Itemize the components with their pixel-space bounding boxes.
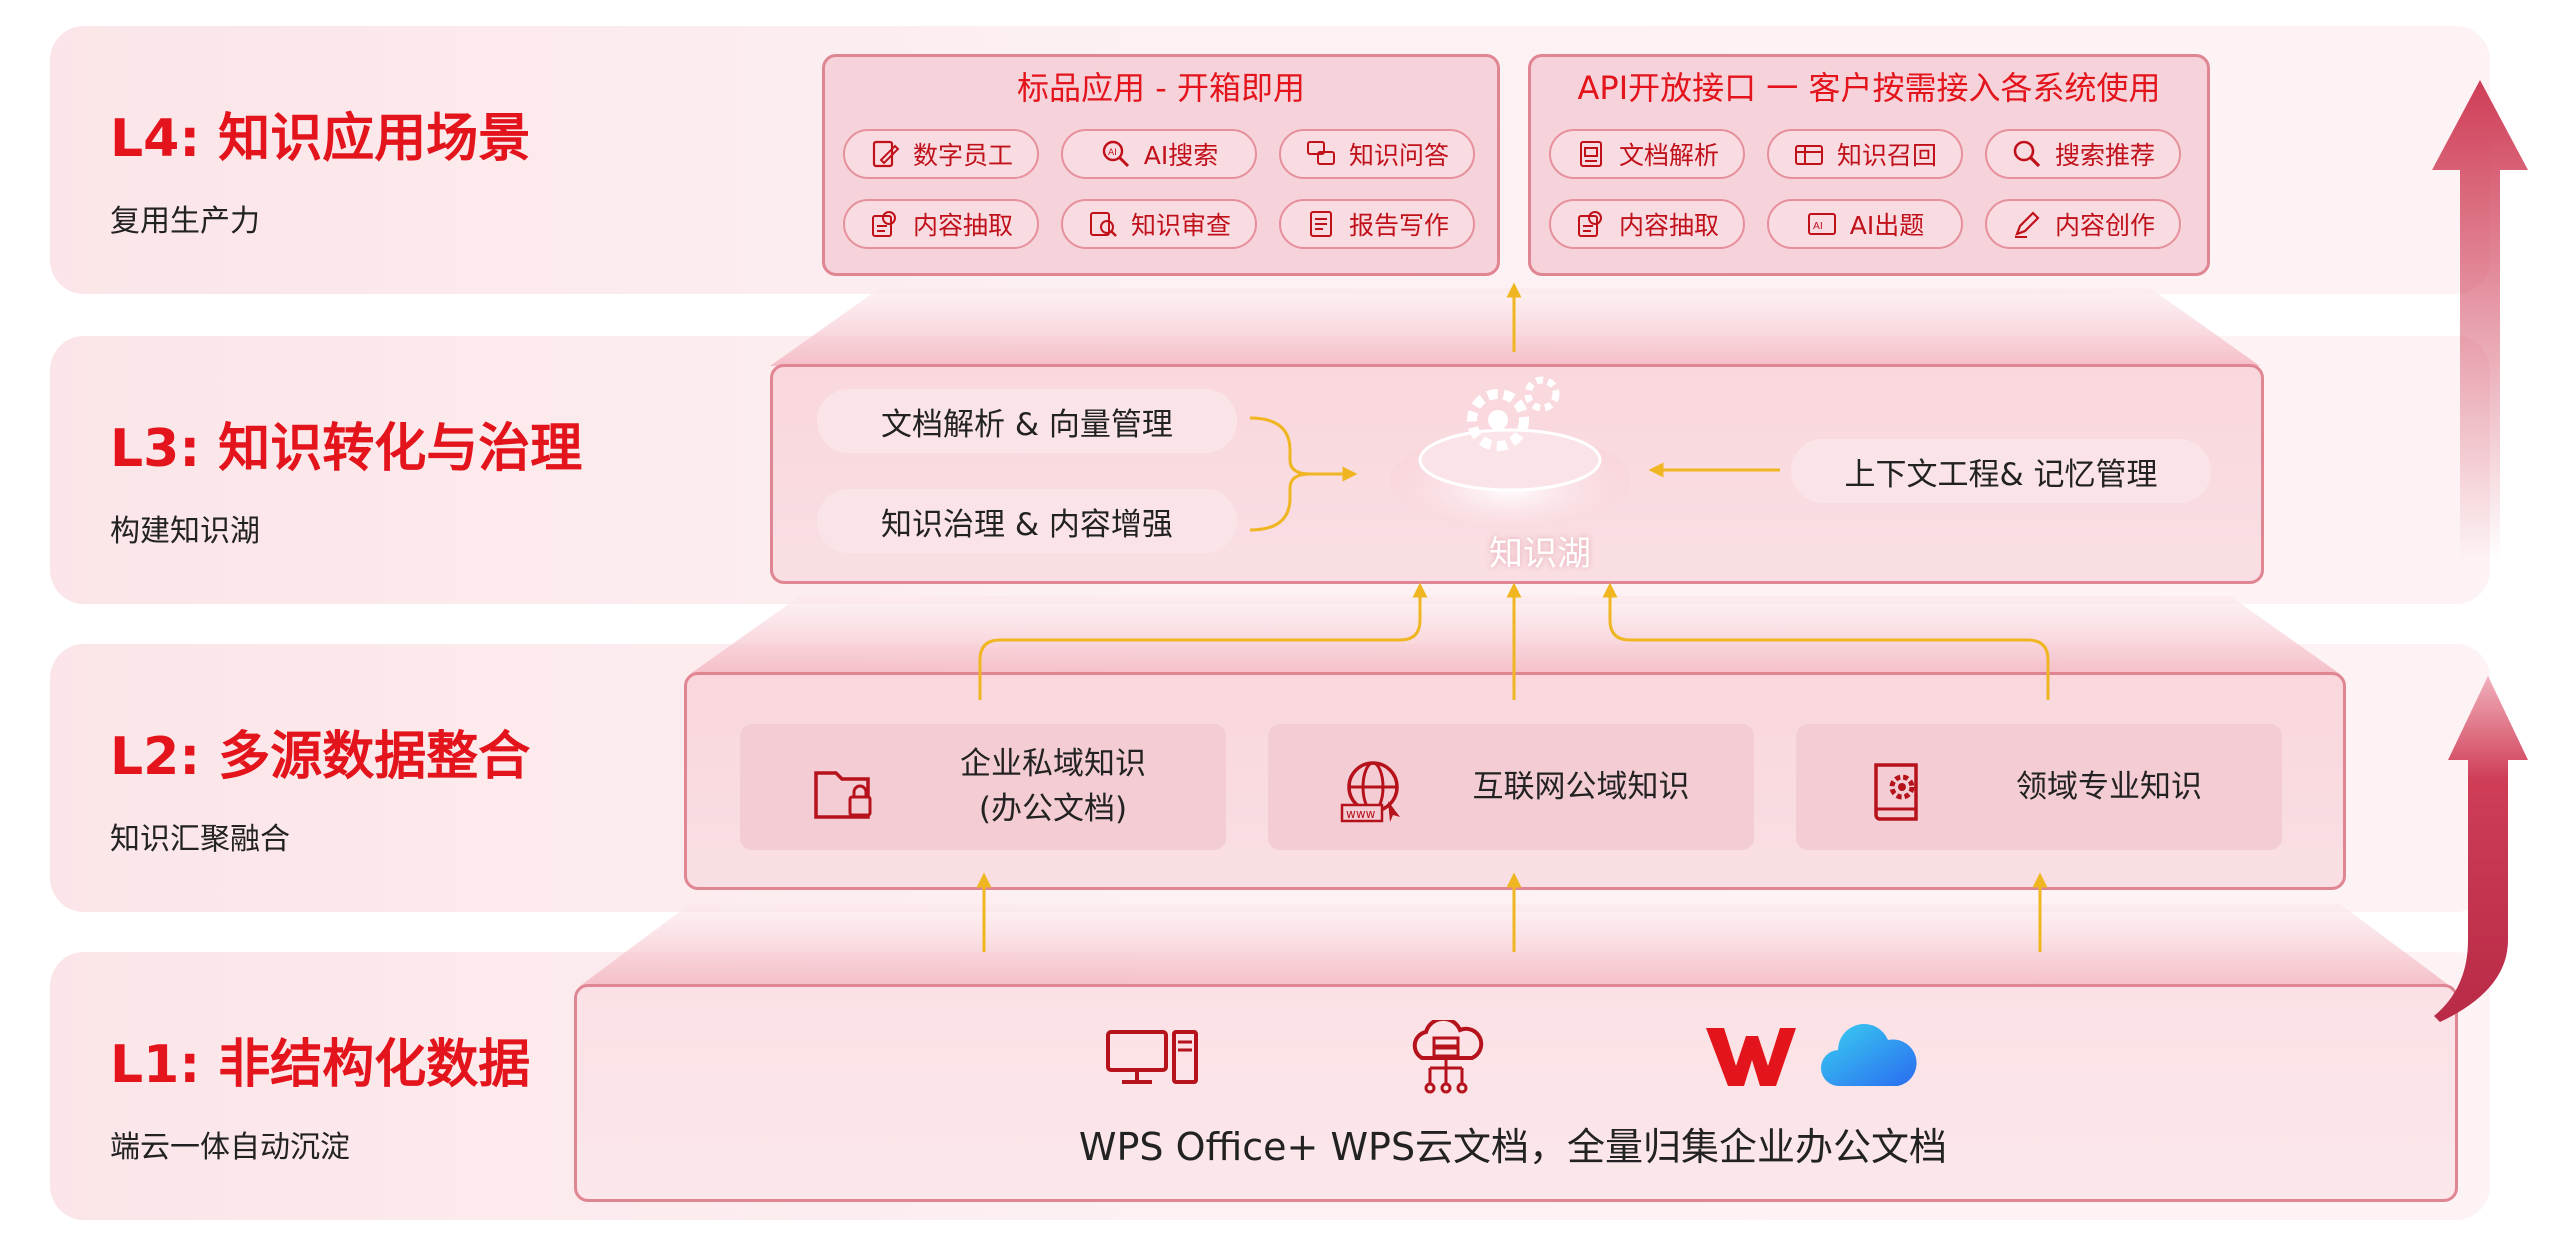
app-pill-label: 知识审查 — [1130, 211, 1231, 240]
level-subtitle: 端云一体自动沉淀 — [110, 1130, 350, 1165]
source-label: 互联网公域知识 — [1472, 768, 1690, 805]
digital-employee-icon — [872, 140, 900, 168]
l1-office-panel — [574, 984, 2458, 1202]
ai-question-icon: AI — [1807, 213, 1836, 235]
app-pill-knowledge-review[interactable]: 知识审查 — [1061, 199, 1257, 249]
api-pill-label: 内容抽取 — [1618, 211, 1719, 240]
api-pill-content-create[interactable]: 内容创作 — [1985, 199, 2181, 249]
api-pill-label: 内容创作 — [2054, 211, 2155, 240]
svg-text:AI: AI — [1108, 148, 1117, 158]
api-pill-knowledge-recall[interactable]: 知识召回 — [1767, 129, 1963, 179]
api-pill-label: 文档解析 — [1618, 141, 1719, 170]
api-pill-label: AI出题 — [1849, 211, 1925, 240]
app-pill-report-writing[interactable]: 报告写作 — [1279, 199, 1475, 249]
standard-apps-panel: 标品应用 - 开箱即用 数字员工 AI AI搜索 知识问答 内容抽取 知识审查 … — [822, 54, 1500, 276]
knowledge-lake-label: 知识湖 — [1489, 534, 1591, 574]
ai-search-icon: AI — [1102, 140, 1129, 168]
l3-item-doc-parse-vector: 文档解析 & 向量管理 — [817, 389, 1237, 453]
l1-description: WPS Office+ WPS云文档，全量归集企业办公文档 — [1078, 1125, 1948, 1169]
l3-item-context-memory: 上下文工程& 记忆管理 — [1791, 439, 2211, 503]
qa-chat-icon — [1306, 141, 1335, 165]
content-extract-icon — [871, 211, 896, 237]
app-pill-label: 报告写作 — [1348, 211, 1449, 240]
app-pill-content-extract[interactable]: 内容抽取 — [843, 199, 1039, 249]
pen-icon — [2014, 211, 2040, 238]
wps-logo-icon — [1706, 1028, 1796, 1086]
level-subtitle: 复用生产力 — [110, 204, 260, 239]
book-gear-icon — [1874, 763, 1918, 821]
desktop-computer-icon — [1106, 1030, 1198, 1084]
app-pill-label: AI搜索 — [1143, 141, 1219, 170]
level-title: L1: 非结构化数据 — [110, 1035, 531, 1095]
content-extract-icon — [1577, 211, 1602, 237]
app-pill-label: 内容抽取 — [912, 211, 1013, 240]
api-panel-header: API开放接口 一 客户按需接入各系统使用 — [1577, 69, 2161, 107]
level-subtitle: 构建知识湖 — [110, 514, 260, 549]
level-title: L3: 知识转化与治理 — [110, 419, 583, 479]
svg-text:www: www — [1346, 807, 1376, 821]
level-title: L2: 多源数据整合 — [110, 727, 531, 787]
app-pill-label: 数字员工 — [912, 141, 1013, 170]
level-title: L4: 知识应用场景 — [110, 109, 531, 169]
api-pill-search-recommend[interactable]: 搜索推荐 — [1985, 129, 2181, 179]
app-pill-ai-search[interactable]: AI AI搜索 — [1061, 129, 1257, 179]
level-subtitle: 知识汇聚融合 — [110, 822, 290, 857]
search-icon — [2013, 140, 2041, 168]
globe-www-icon: www — [1340, 761, 1400, 823]
app-pill-digital-employee[interactable]: 数字员工 — [843, 129, 1039, 179]
gear-cloud-icon — [1390, 376, 1630, 528]
locked-folder-icon — [814, 771, 872, 819]
cloud-server-icon — [1412, 1020, 1484, 1094]
source-label: 领域专业知识 — [2016, 768, 2202, 805]
document-parse-icon — [1579, 141, 1602, 167]
svg-text:AI: AI — [1813, 221, 1823, 232]
knowledge-review-icon — [1089, 212, 1117, 237]
source-card-internet: www 互联网公域知识 — [1268, 724, 1754, 850]
source-card-domain: 领域专业知识 — [1796, 724, 2282, 850]
source-card-private: 企业私域知识 (办公文档) — [740, 724, 1226, 850]
source-label: 企业私域知识 (办公文档) — [960, 746, 1146, 827]
app-pill-label: 知识问答 — [1348, 141, 1449, 170]
standard-apps-header: 标品应用 - 开箱即用 — [1017, 69, 1305, 107]
l3-item-governance-enhance: 知识治理 & 内容增强 — [817, 489, 1237, 553]
cloud-icon — [1820, 1024, 1917, 1087]
api-pill-content-extract[interactable]: 内容抽取 — [1549, 199, 1745, 249]
api-pill-document-parse[interactable]: 文档解析 — [1549, 129, 1745, 179]
api-pill-label: 搜索推荐 — [2054, 141, 2155, 170]
knowledge-recall-icon — [1794, 145, 1823, 165]
app-pill-knowledge-qa[interactable]: 知识问答 — [1279, 129, 1475, 179]
api-pill-label: 知识召回 — [1836, 141, 1937, 170]
api-panel: API开放接口 一 客户按需接入各系统使用 文档解析 知识召回 搜索推荐 内容抽… — [1528, 54, 2210, 276]
api-pill-ai-question[interactable]: AI AI出题 — [1767, 199, 1963, 249]
report-writing-icon — [1309, 211, 1332, 237]
